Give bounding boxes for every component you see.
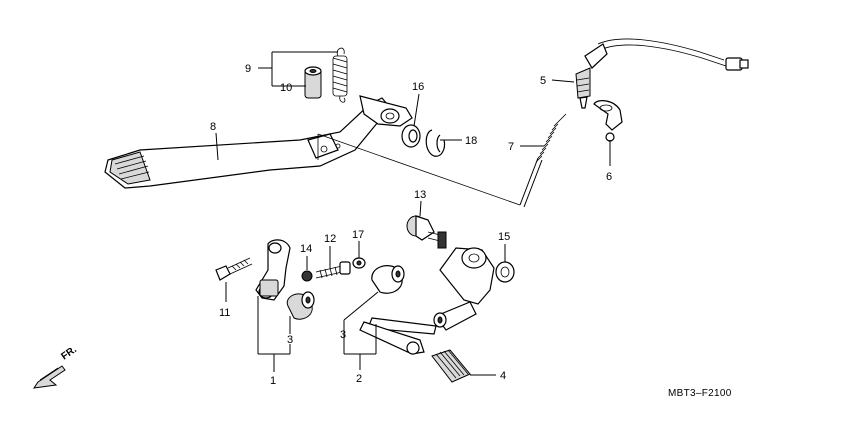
snap-ring-part-18 (425, 129, 446, 157)
callout-7: 7 (508, 141, 514, 153)
front-direction-arrow: FR. (32, 344, 79, 389)
callout-15: 15 (498, 231, 510, 243)
callout-2: 2 (356, 373, 362, 385)
callout-17: 17 (352, 229, 364, 241)
nut-part-17 (352, 257, 366, 269)
collar-part-15 (495, 261, 515, 283)
callout-13: 13 (414, 189, 426, 201)
callout-12: 12 (324, 233, 336, 245)
pivot-bolt-part-13 (406, 215, 447, 249)
callout-4: 4 (500, 370, 506, 382)
nut-part-14 (301, 270, 313, 282)
callout-16: 16 (412, 81, 424, 93)
callout-10: 10 (280, 82, 292, 94)
callout-5: 5 (540, 75, 546, 87)
callout-18: 18 (465, 135, 477, 147)
callout-6: 6 (606, 171, 612, 183)
footpeg-rubber-part-4 (431, 349, 471, 383)
callout-14: 14 (300, 243, 312, 255)
callout-9: 9 (245, 63, 251, 75)
collar-part-10 (304, 66, 322, 99)
return-spring-part-9 (332, 47, 348, 103)
stop-switch-part-5 (575, 38, 749, 109)
front-label: FR. (59, 344, 79, 362)
brake-arm-part-1 (255, 239, 291, 301)
brake-lever-part-2 (359, 247, 495, 355)
callout-11: 11 (219, 307, 230, 319)
callout-3-left: 3 (287, 334, 293, 346)
callout-1: 1 (270, 375, 276, 387)
callout-8: 8 (210, 121, 216, 133)
switch-bracket-part-6 (593, 100, 623, 142)
callout-labels: 9 10 8 16 18 5 7 6 13 15 12 17 14 11 3 3… (210, 63, 612, 387)
washer-part-16 (401, 124, 421, 148)
brake-pedal-part-8 (104, 95, 413, 189)
joint-part-3-right (371, 265, 405, 294)
leader-lines (215, 51, 611, 376)
bolt-part-11 (215, 257, 253, 281)
switch-spring-part-7 (519, 113, 567, 208)
callout-3-right: 3 (340, 329, 346, 341)
diagram-code: MBT3–F2100 (668, 388, 732, 399)
adjuster-bolt-part-12 (315, 261, 351, 279)
joint-part-3-left (286, 291, 315, 320)
